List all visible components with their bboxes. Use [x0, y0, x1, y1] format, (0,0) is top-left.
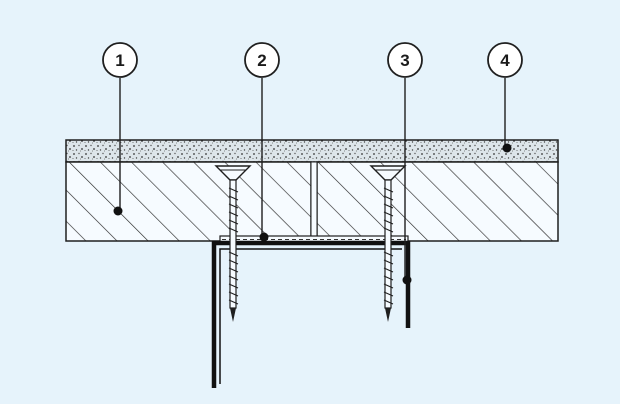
screw-right: [369, 165, 407, 322]
callout-3: 3: [387, 42, 423, 78]
callout-4: 4: [487, 42, 523, 78]
board-left: [65, 161, 312, 242]
leader-2: [259, 78, 269, 242]
board-joint: [310, 161, 318, 242]
leader-1: [113, 78, 123, 216]
svg-text:4: 4: [500, 51, 510, 70]
callout-2: 2: [244, 42, 280, 78]
board-right: [316, 161, 559, 242]
leader-4: [502, 78, 512, 153]
leader-3: [402, 78, 412, 285]
screw-left: [214, 165, 252, 322]
callout-1: 1: [102, 42, 138, 78]
metal-profile: [211, 240, 411, 388]
svg-text:1: 1: [115, 51, 124, 70]
screed-layer: [65, 139, 559, 163]
svg-text:3: 3: [400, 51, 409, 70]
svg-text:2: 2: [257, 51, 266, 70]
